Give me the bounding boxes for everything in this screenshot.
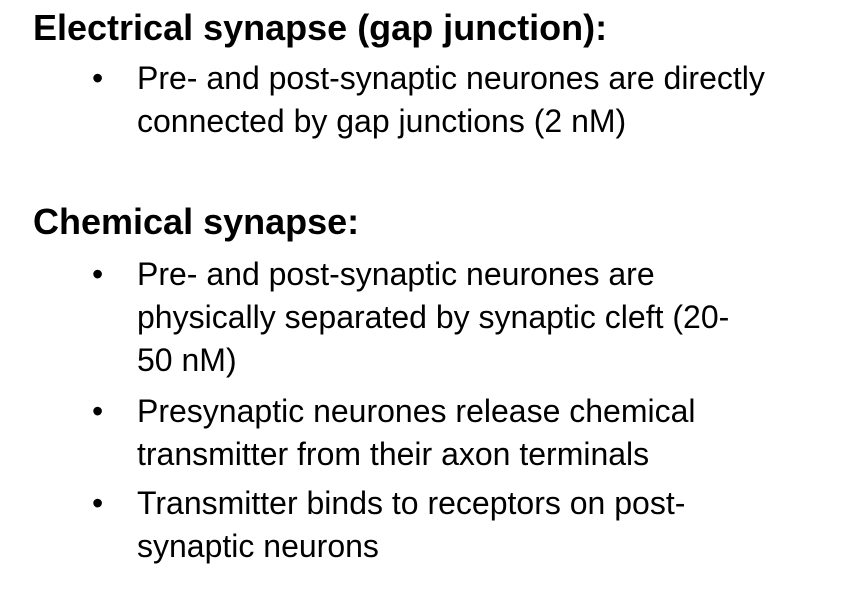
bullet-dot-icon: • (92, 60, 104, 96)
bullet-dot-icon: • (92, 393, 104, 429)
bullet-item-gap-junction: • Pre- and post-synaptic neurones are di… (90, 57, 860, 143)
bullet-item-receptor-binding: • Transmitter binds to receptors on post… (90, 482, 860, 568)
bullet-item-synaptic-cleft: • Pre- and post-synaptic neurones are ph… (90, 253, 860, 382)
bullet-text-gap-junction: Pre- and post-synaptic neurones are dire… (137, 60, 765, 139)
heading-chemical-synapse: Chemical synapse: (33, 201, 360, 242)
bullet-text-transmitter-release: Presynaptic neurones release chemical tr… (137, 393, 696, 472)
bullet-text-receptor-binding: Transmitter binds to receptors on post- … (137, 485, 686, 564)
bullet-item-transmitter-release: • Presynaptic neurones release chemical … (90, 390, 860, 476)
bullet-dot-icon: • (92, 256, 104, 292)
heading-electrical-synapse: Electrical synapse (gap junction): (33, 7, 608, 48)
bullet-dot-icon: • (92, 485, 104, 521)
bullet-text-synaptic-cleft: Pre- and post-synaptic neurones are phys… (137, 256, 730, 378)
